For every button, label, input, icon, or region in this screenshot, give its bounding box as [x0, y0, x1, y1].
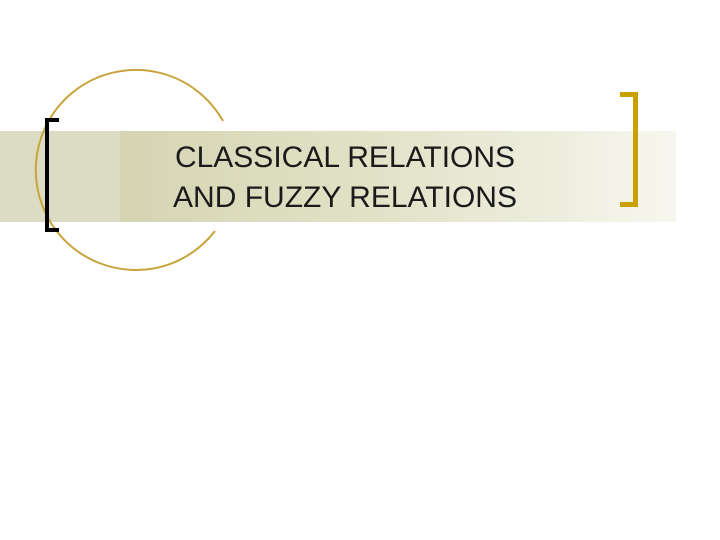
- title-band-gradient: [120, 131, 676, 222]
- slide-title-line-1: CLASSICAL RELATIONS: [174, 141, 516, 174]
- title-band: [0, 131, 676, 222]
- right-bracket-icon: [620, 92, 638, 207]
- title-band-left: [0, 131, 120, 222]
- circle-arc: [34, 68, 224, 271]
- slide-title: CLASSICAL RELATIONS AND FUZZY RELATIONS: [120, 138, 570, 218]
- left-bracket-icon: [45, 118, 59, 232]
- slide-title-line-2: AND FUZZY RELATIONS: [173, 181, 517, 214]
